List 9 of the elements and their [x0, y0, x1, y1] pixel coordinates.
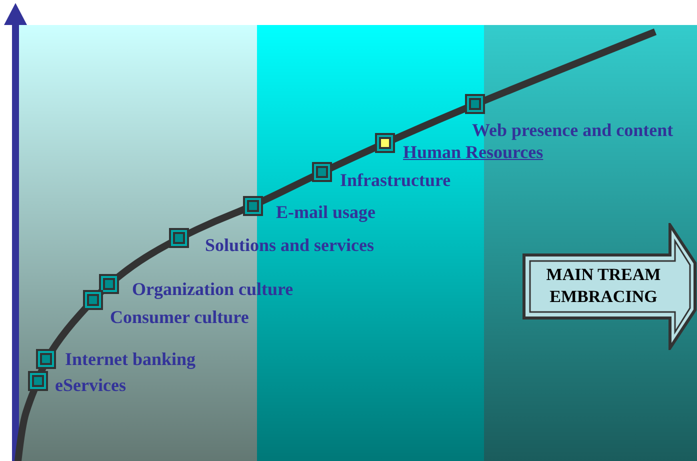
milestone-label: Infrastructure	[340, 170, 451, 190]
milestone-label: eServices	[55, 375, 126, 395]
milestone-label: Human Resources	[403, 142, 544, 162]
milestone-label: E-mail usage	[276, 202, 376, 222]
arrow-shape	[522, 223, 697, 350]
milestone-label: Consumer culture	[110, 307, 249, 327]
arrow-label: MAIN TREAM EMBRACING	[545, 264, 662, 308]
milestone-label: Internet banking	[65, 349, 196, 369]
milestone-label: Web presence and content	[472, 120, 674, 140]
